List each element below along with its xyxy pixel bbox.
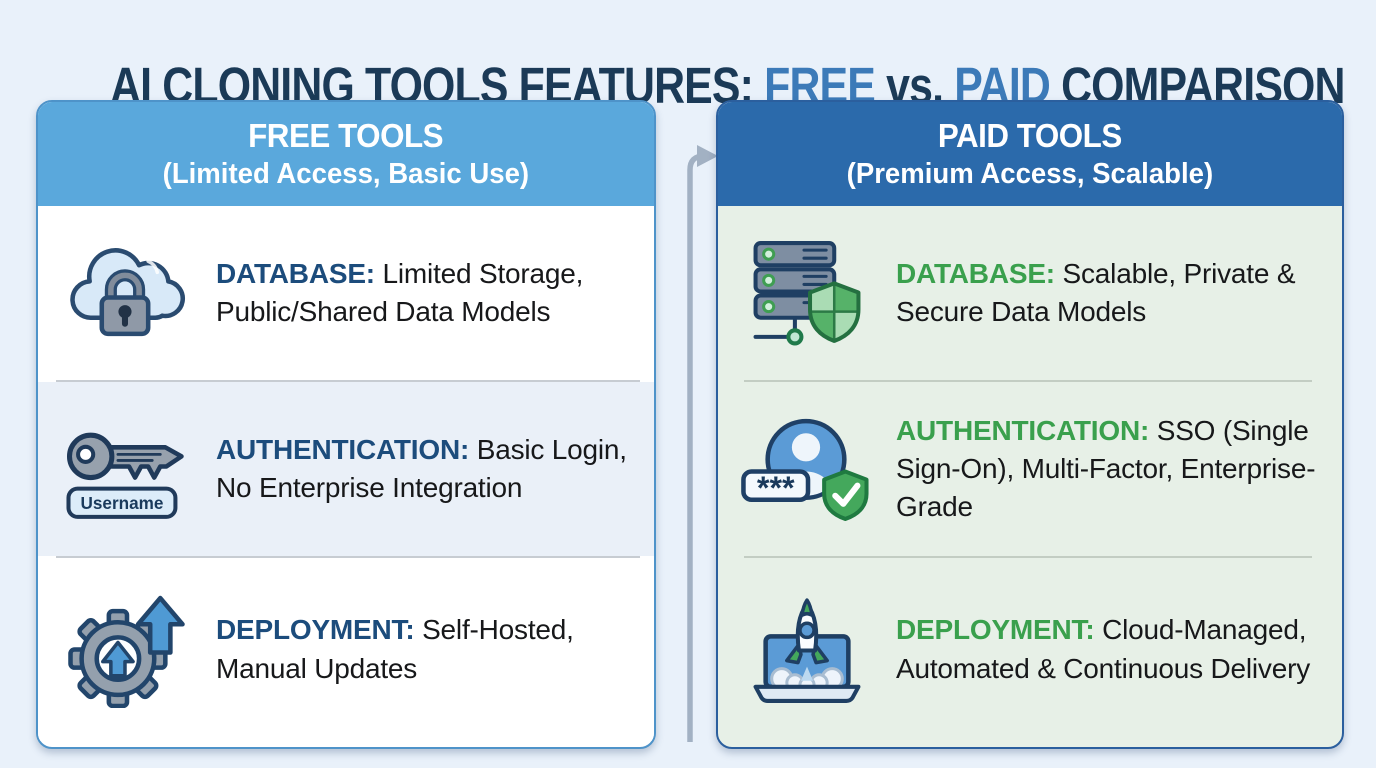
free-authentication-text: AUTHENTICATION: Basic Login, No Enterpri… bbox=[216, 431, 636, 507]
free-deployment-row: DEPLOYMENT: Self-Hosted, Manual Updates bbox=[38, 558, 654, 741]
paid-deployment-text: DEPLOYMENT: Cloud-Managed, Automated & C… bbox=[896, 611, 1316, 687]
free-authentication-row: Username AUTHENTICATION: Basic Login, No… bbox=[38, 382, 654, 556]
free-deployment-text: DEPLOYMENT: Self-Hosted, Manual Updates bbox=[216, 611, 636, 687]
gear-upgrade-icon bbox=[38, 592, 216, 708]
paid-card-title: PAID TOOLS bbox=[938, 117, 1122, 154]
username-badge-label: Username bbox=[81, 493, 164, 513]
avatar-password-shield-icon: *** bbox=[718, 411, 896, 527]
paid-database-value: Scalable, Private & Secure Data Models bbox=[896, 257, 1296, 327]
paid-database-keyword: DATABASE: bbox=[896, 257, 1055, 289]
server-shield-icon bbox=[718, 235, 896, 351]
free-database-text: DATABASE: Limited Storage, Public/Shared… bbox=[216, 255, 636, 331]
free-deployment-keyword: DEPLOYMENT: bbox=[216, 614, 415, 646]
free-database-value: Limited Storage, Public/Shared Data Mode… bbox=[216, 257, 584, 327]
free-database-row: DATABASE: Limited Storage, Public/Shared… bbox=[38, 206, 654, 380]
password-asterisks-label: *** bbox=[757, 470, 795, 506]
free-database-keyword: DATABASE: bbox=[216, 257, 375, 289]
paid-card-subtitle: (Premium Access, Scalable) bbox=[846, 158, 1214, 190]
paid-tools-card: PAID TOOLS (Premium Access, Scalable) bbox=[716, 100, 1344, 749]
laptop-rocket-icon bbox=[718, 592, 896, 708]
paid-card-header: PAID TOOLS (Premium Access, Scalable) bbox=[718, 102, 1342, 206]
free-tools-card: FREE TOOLS (Limited Access, Basic Use) D… bbox=[36, 100, 656, 749]
paid-divider-1 bbox=[744, 380, 1312, 382]
paid-authentication-value: SSO (Single Sign-On), Multi-Factor, Ente… bbox=[896, 414, 1316, 523]
paid-authentication-text: AUTHENTICATION: SSO (Single Sign-On), Mu… bbox=[896, 412, 1316, 526]
free-divider-2 bbox=[56, 556, 640, 558]
free-card-header: FREE TOOLS (Limited Access, Basic Use) bbox=[38, 102, 654, 206]
paid-database-text: DATABASE: Scalable, Private & Secure Dat… bbox=[896, 255, 1316, 331]
free-divider-1 bbox=[56, 380, 640, 382]
free-authentication-value: Basic Login, No Enterprise Integration bbox=[216, 433, 627, 503]
paid-database-row: DATABASE: Scalable, Private & Secure Dat… bbox=[718, 206, 1342, 380]
paid-divider-2 bbox=[744, 556, 1312, 558]
key-username-icon: Username bbox=[38, 411, 216, 527]
paid-deployment-keyword: DEPLOYMENT: bbox=[896, 614, 1095, 646]
free-card-subtitle: (Limited Access, Basic Use) bbox=[162, 158, 530, 190]
paid-authentication-row: *** AUTHENTICATION: SSO (Single Sign-On)… bbox=[718, 382, 1342, 556]
free-authentication-keyword: AUTHENTICATION: bbox=[216, 433, 470, 465]
free-deployment-value: Self-Hosted, Manual Updates bbox=[216, 614, 574, 684]
paid-authentication-keyword: AUTHENTICATION: bbox=[896, 414, 1150, 446]
cloud-lock-icon bbox=[38, 235, 216, 351]
free-to-paid-arrow-icon bbox=[668, 132, 732, 748]
free-card-title: FREE TOOLS bbox=[248, 117, 444, 154]
paid-deployment-value: Cloud-Managed, Automated & Continuous De… bbox=[896, 614, 1311, 684]
paid-deployment-row: DEPLOYMENT: Cloud-Managed, Automated & C… bbox=[718, 558, 1342, 741]
